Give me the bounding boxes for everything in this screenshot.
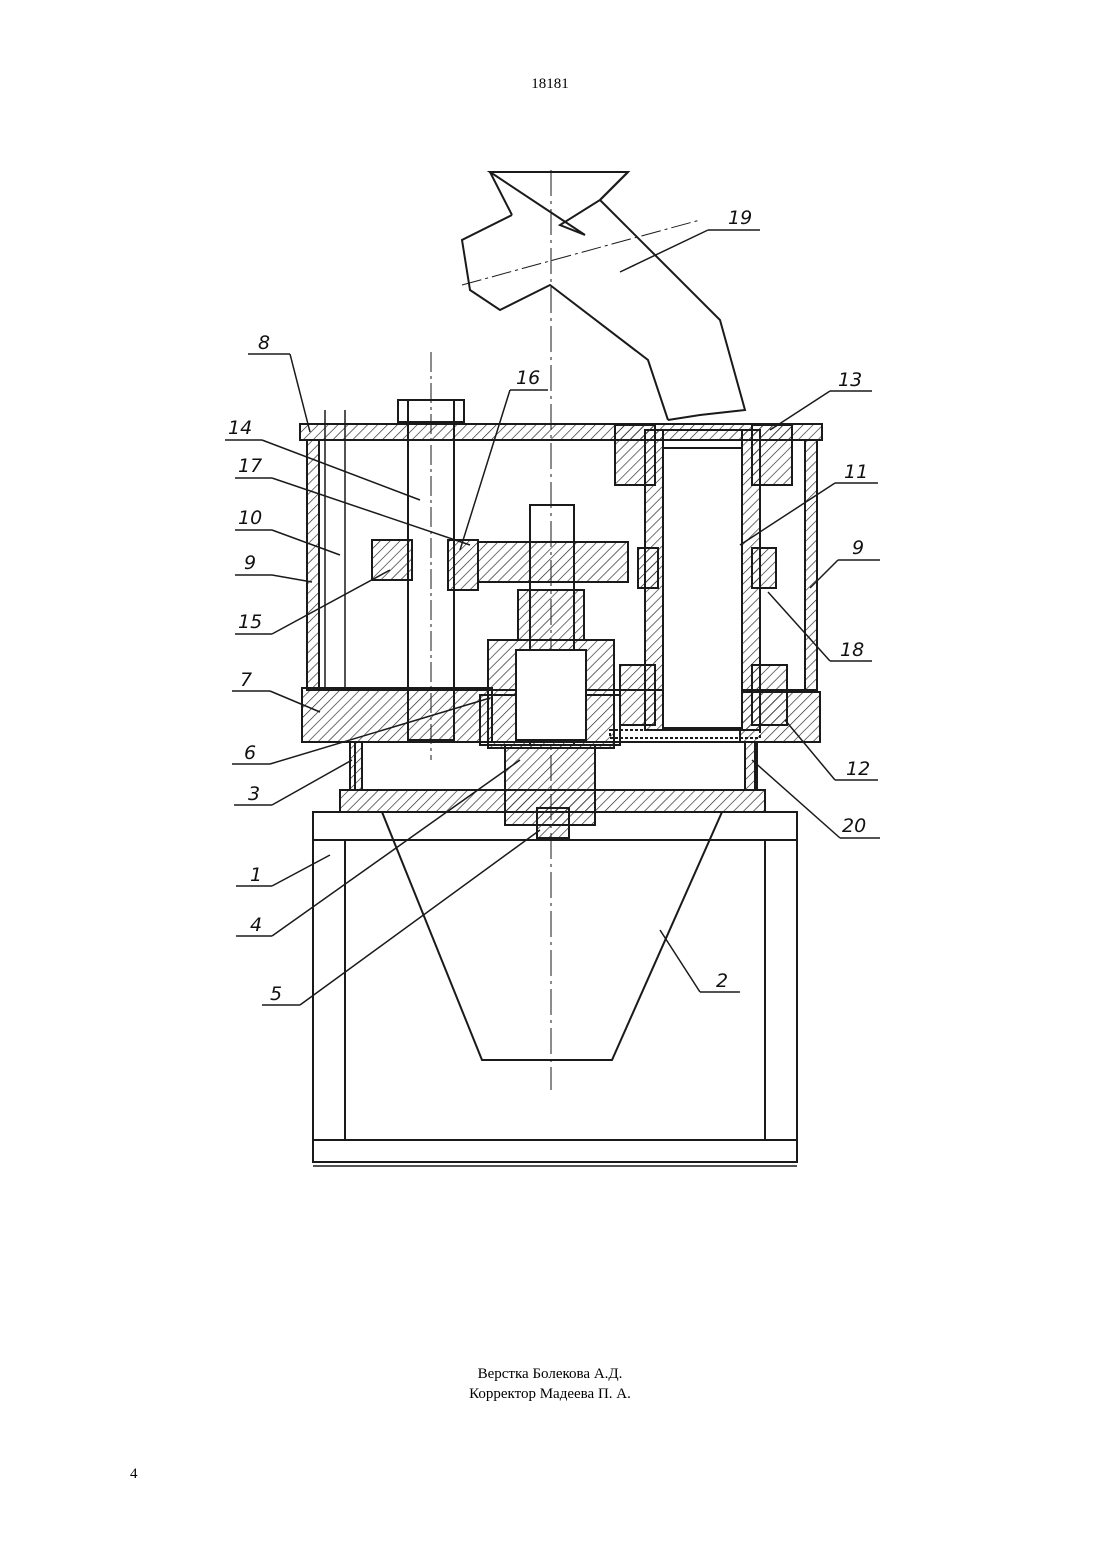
callout-5: 5 <box>270 983 282 1005</box>
credits: Верстка Болекова А.Д. Корректор Мадеева … <box>0 1364 1100 1404</box>
callout-11: 11 <box>844 461 868 483</box>
gear-16 <box>448 540 478 590</box>
callout-6: 6 <box>244 742 256 764</box>
credit-layout: Верстка Болекова А.Д. <box>0 1364 1100 1384</box>
screen <box>610 730 760 738</box>
callout-9-right: 9 <box>852 537 864 559</box>
callout-16: 16 <box>516 367 540 389</box>
nut <box>537 808 569 838</box>
callout-7: 7 <box>240 669 252 691</box>
callout-20: 20 <box>842 815 866 837</box>
callout-14: 14 <box>228 417 252 439</box>
page-number: 4 <box>130 1466 138 1483</box>
callout-2: 2 <box>716 970 728 992</box>
callout-9-left: 9 <box>244 552 256 574</box>
left-gear <box>372 540 412 580</box>
callout-8: 8 <box>258 332 270 354</box>
callout-3: 3 <box>248 783 260 805</box>
credit-corrector: Корректор Мадеева П. А. <box>0 1384 1100 1404</box>
feed-pipe <box>462 172 745 420</box>
callout-4: 4 <box>250 914 262 936</box>
callout-18: 18 <box>840 639 864 661</box>
feed-hopper <box>490 172 628 235</box>
central-gear <box>478 542 628 582</box>
callout-17: 17 <box>238 455 262 477</box>
callout-12: 12 <box>846 758 870 780</box>
callout-10: 10 <box>238 507 262 529</box>
callout-13: 13 <box>838 369 862 391</box>
callout-19: 19 <box>728 207 752 229</box>
rotor-disk <box>302 688 492 742</box>
callout-1: 1 <box>250 864 262 886</box>
cone <box>382 812 722 1060</box>
callout-15: 15 <box>238 611 262 633</box>
